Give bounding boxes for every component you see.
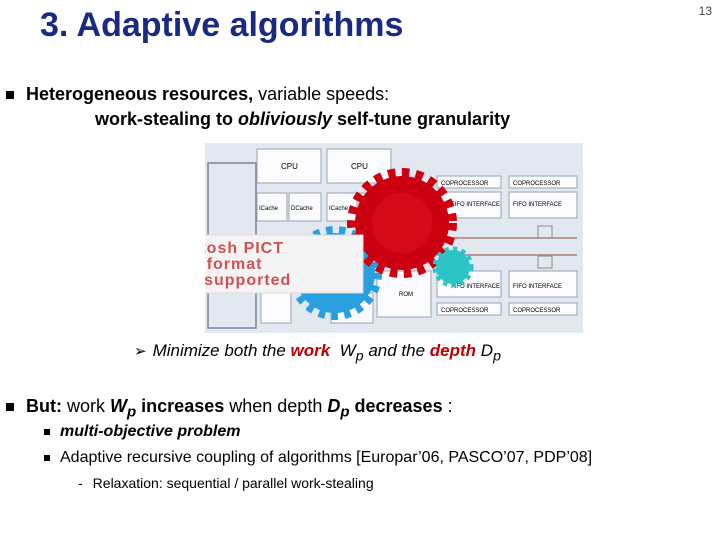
rom-block — [376, 270, 432, 318]
icache-label: ICache — [259, 206, 279, 212]
bullet-square-icon — [6, 91, 14, 100]
bullet-but: But: work Wp increases when depth Dp dec… — [6, 396, 453, 421]
coproc-c-block — [436, 302, 502, 316]
minimize-work: work — [290, 341, 331, 360]
coproc-b-label: COPROCESSOR — [513, 181, 561, 187]
minimize-pre: Minimize both the — [152, 341, 291, 360]
but-d: D — [327, 396, 341, 416]
sub-sub-bullet-text: Relaxation: sequential / parallel work-s… — [92, 475, 374, 491]
fifo-d-label: FIFO INTERFACE — [513, 284, 562, 290]
teal-gear-icon — [432, 246, 474, 288]
bullet1-line2-post: self-tune granularity — [332, 109, 511, 129]
sub-sub-bullet: -Relaxation: sequential / parallel work-… — [78, 475, 374, 491]
but-work: work — [61, 396, 110, 416]
fifo-b-block — [508, 191, 578, 219]
bullet1-line2-italic: obliviously — [238, 109, 333, 129]
sub-bullet-square-icon — [44, 428, 50, 435]
lower-block-1 — [260, 292, 292, 324]
minimize-d: D — [480, 341, 494, 360]
pict-line-3: is not supported — [205, 272, 291, 289]
icache2-label: ICache — [329, 206, 349, 212]
coproc-c-label: COPROCESSOR — [441, 308, 489, 314]
coproc-a-label: COPROCESSOR — [441, 181, 489, 187]
dcache-label: DCache — [291, 206, 313, 212]
minimize-w: W — [339, 341, 356, 360]
sub-bullet-square-icon — [44, 454, 50, 461]
coproc-d-label: COPROCESSOR — [513, 308, 561, 314]
minimize-mid: and the — [363, 341, 430, 360]
coproc-d-block — [508, 302, 578, 316]
fifo-d-block — [508, 270, 578, 298]
connector-2 — [537, 255, 553, 269]
minimize-depth: depth — [429, 341, 477, 360]
icache-block — [256, 192, 288, 222]
sub-bullet-1: multi-objective problem — [44, 423, 240, 441]
sub-bullet-2: Adaptive recursive coupling of algorithm… — [44, 449, 592, 467]
dcache-block — [288, 192, 322, 222]
but-d-sub: p — [340, 403, 350, 421]
cpu-block-1 — [256, 148, 322, 184]
connector-1 — [537, 225, 553, 239]
page-number: 13 — [698, 4, 712, 18]
architecture-figure: CPU CPU ICache DCache ICache D COPROCESS… — [205, 143, 583, 333]
bullet1-rest: variable speeds: — [253, 84, 390, 104]
bullet1-bold: Heterogeneous resources, — [26, 84, 254, 104]
but-colon: : — [442, 396, 453, 416]
but-w-sub: p — [127, 403, 137, 421]
fifo-b-label: FIFO INTERFACE — [513, 202, 562, 208]
sub-bullet-2-text: Adaptive recursive coupling of algorithm… — [60, 449, 593, 466]
red-gear-icon — [347, 168, 457, 278]
coproc-a-block — [436, 175, 502, 189]
minimize-w-sub: p — [355, 348, 364, 365]
fifo-a-label: FIFO INTERFACE — [451, 202, 500, 208]
but-increases: increases — [136, 396, 225, 416]
but-w: W — [110, 396, 127, 416]
minimize-d-sub: p — [493, 348, 501, 365]
pict-line-1: Macintosh PICT — [205, 240, 284, 257]
bullet-square-icon — [6, 403, 14, 412]
coproc-b-block — [508, 175, 578, 189]
fifo-c-label: FIFO INTERFACE — [451, 284, 500, 290]
pict-line-2: image format — [205, 256, 262, 273]
bullet1-line2: work-stealing to obliviously self-tune g… — [95, 109, 510, 130]
minimize-line: ➢ Minimize both the work Wp and the depth… — [134, 341, 501, 364]
bullet1-line2-pre: work-stealing to — [95, 109, 239, 129]
but-when: when depth — [224, 396, 328, 416]
but-label: But: — [26, 396, 62, 416]
bullet-heterogeneous: Heterogeneous resources, variable speeds… — [6, 84, 389, 105]
slide-title: 3. Adaptive algorithms — [40, 6, 404, 44]
rom-label: ROM — [399, 292, 413, 298]
arrow-bullet-icon: ➢ — [134, 342, 147, 360]
cpu-label-1: CPU — [281, 162, 298, 171]
but-decreases: decreases — [349, 396, 443, 416]
cpu-label-2: CPU — [351, 162, 368, 171]
dash-bullet: - — [78, 475, 83, 491]
pict-placeholder — [205, 234, 364, 294]
sub-bullet-1-text: multi-objective problem — [60, 423, 241, 440]
